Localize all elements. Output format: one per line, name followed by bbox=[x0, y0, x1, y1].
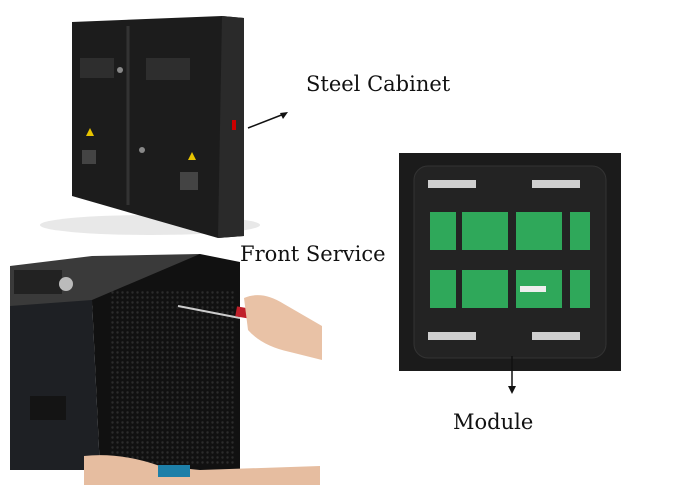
front-service-photo bbox=[10, 254, 322, 485]
module-label: Module bbox=[453, 410, 534, 434]
cabinet-arrow bbox=[247, 113, 285, 129]
module-photo bbox=[399, 153, 621, 371]
steel-cabinet-photo bbox=[40, 16, 260, 238]
steel-cabinet-label: Steel Cabinet bbox=[306, 72, 451, 96]
front-service-label: Front Service bbox=[240, 242, 386, 266]
